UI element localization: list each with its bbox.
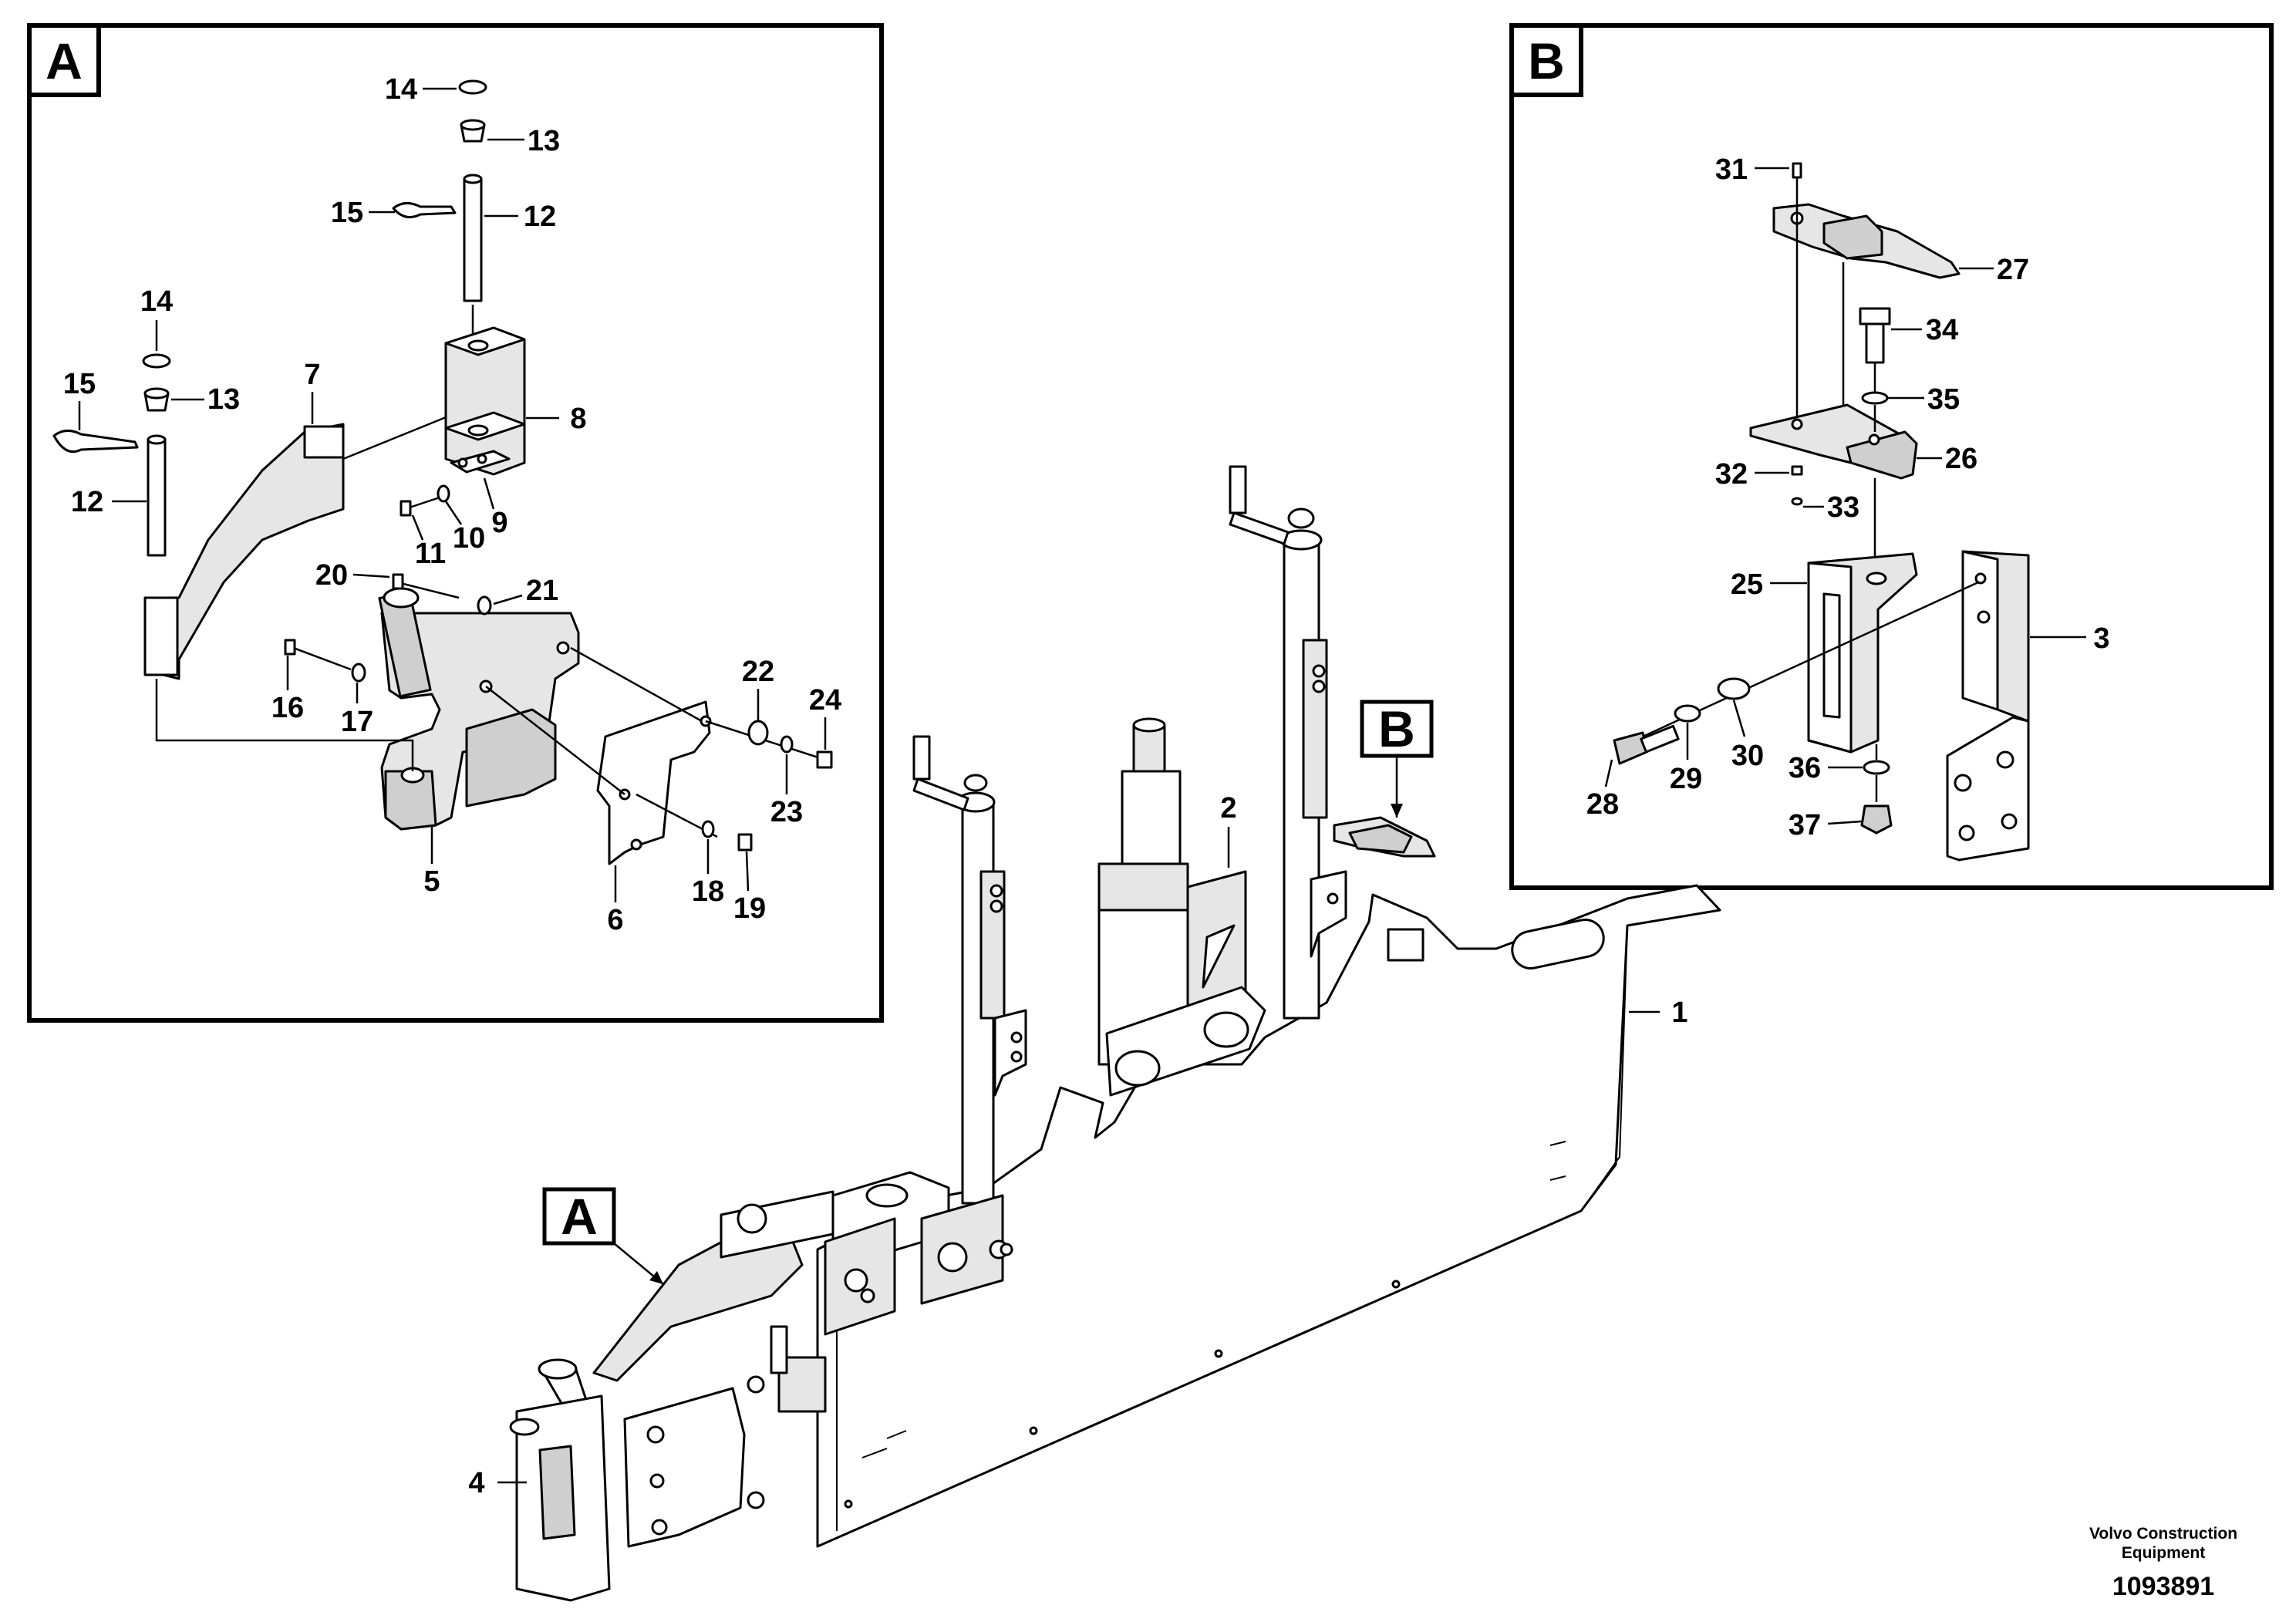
- callout-a-5: 5: [423, 865, 440, 898]
- mount-plate-part-3: [1946, 550, 2030, 862]
- latch-part-27: [1772, 162, 1961, 447]
- callout-b-33: 33: [1827, 491, 1859, 524]
- callout-a-12-left: 12: [71, 486, 103, 518]
- callout-a-17: 17: [341, 706, 373, 738]
- bracket-part-5: [155, 587, 580, 831]
- detail-b-panel: B: [1509, 23, 2274, 890]
- detail-b-tag: B: [1528, 32, 1565, 89]
- detail-b-callouts: 31 27 34 35 32 26 33 25 3 28 29 30 36: [1586, 153, 2110, 841]
- callout-main-2: 2: [1220, 792, 1236, 824]
- left-crank-column: [912, 735, 1027, 1205]
- footer: Volvo Construction Equipment 1093891: [2089, 1525, 2237, 1601]
- hardware-28-30-36-37: [1613, 581, 1979, 835]
- plate-part-26: [1749, 403, 1918, 506]
- callout-a-11: 11: [415, 538, 446, 570]
- callout-b-32: 32: [1715, 458, 1748, 491]
- callout-b-28: 28: [1586, 788, 1619, 821]
- bolt-washer-10-11: [400, 484, 450, 517]
- brand-line-1: Volvo Construction: [2089, 1525, 2237, 1543]
- main-tag-a: A: [561, 1188, 598, 1245]
- callout-a-20: 20: [315, 559, 348, 592]
- detail-a-tag: A: [46, 32, 83, 89]
- callout-a-6: 6: [607, 904, 623, 936]
- callout-a-18: 18: [692, 875, 724, 908]
- callout-a-16: 16: [271, 692, 304, 724]
- main-tag-b: B: [1378, 700, 1415, 757]
- callout-b-34: 34: [1926, 314, 1958, 346]
- callout-a-14-left: 14: [140, 285, 173, 318]
- callout-b-26: 26: [1945, 443, 1977, 475]
- document-number: 1093891: [2112, 1572, 2214, 1601]
- callout-a-14-top: 14: [385, 73, 417, 106]
- main-view-callouts: 1 2 4: [468, 792, 1687, 1499]
- main-view-tags: A B: [542, 700, 1434, 1285]
- left-lower-assembly: [509, 1171, 1013, 1602]
- bolts-16-17-20-21: [284, 573, 492, 683]
- latch-location-b: [1333, 816, 1436, 962]
- main-assembly-view: A B 1 2 4: [468, 465, 1721, 1602]
- center-column-part-2: [1097, 717, 1266, 1097]
- bolt-34-washer-35: [1859, 307, 1891, 575]
- callout-a-13-left: 13: [207, 383, 240, 416]
- callout-a-10: 10: [453, 522, 485, 555]
- callout-main-1: 1: [1671, 996, 1687, 1029]
- callout-a-9: 9: [491, 507, 507, 539]
- callout-b-31: 31: [1715, 153, 1748, 186]
- callout-a-15-top: 15: [331, 197, 363, 229]
- callout-b-27: 27: [1997, 254, 2029, 286]
- main-tag-a-box: [542, 1187, 616, 1246]
- bracket-part-25: [1807, 552, 1918, 754]
- callout-a-19: 19: [733, 892, 766, 925]
- right-crank-column: [1229, 465, 1347, 1020]
- callout-b-37: 37: [1789, 809, 1821, 841]
- callout-a-23: 23: [770, 796, 803, 828]
- callout-b-35: 35: [1927, 383, 1960, 416]
- detail-b-tag-box: [1509, 23, 1583, 97]
- detail-a-callouts: 14 13 15 12 14 15 13 7 8 12 9 10 11: [63, 73, 841, 936]
- callout-b-36: 36: [1789, 752, 1821, 784]
- main-tag-b-box: [1360, 700, 1434, 758]
- detail-a-frame: [27, 23, 884, 1023]
- callout-a-24: 24: [809, 684, 841, 717]
- callout-b-30: 30: [1731, 740, 1764, 772]
- brand-line-2: Equipment: [2122, 1544, 2206, 1562]
- detail-a-panel: A: [27, 23, 884, 1023]
- callout-a-12-top: 12: [524, 201, 556, 233]
- upper-pin-assembly: [392, 79, 487, 339]
- callout-a-13-top: 13: [528, 125, 560, 157]
- callout-b-29: 29: [1670, 763, 1702, 795]
- callout-a-15-left: 15: [63, 368, 96, 400]
- callout-a-8: 8: [570, 403, 586, 435]
- detail-b-frame: [1509, 23, 2274, 890]
- left-pin-assembly: [52, 353, 171, 557]
- callout-b-3: 3: [2093, 622, 2109, 655]
- bracket-part-8: [444, 326, 526, 476]
- guard-plate-part-1: [816, 884, 1721, 1548]
- detail-a-tag-box: [27, 23, 101, 97]
- callout-b-25: 25: [1731, 568, 1763, 601]
- callout-a-7: 7: [304, 359, 320, 391]
- callout-a-21: 21: [526, 575, 558, 607]
- hardware-18-19-22-24: [701, 720, 833, 851]
- arm-part-7: [143, 400, 487, 680]
- callout-main-4: 4: [468, 1467, 484, 1499]
- callout-a-22: 22: [742, 656, 774, 688]
